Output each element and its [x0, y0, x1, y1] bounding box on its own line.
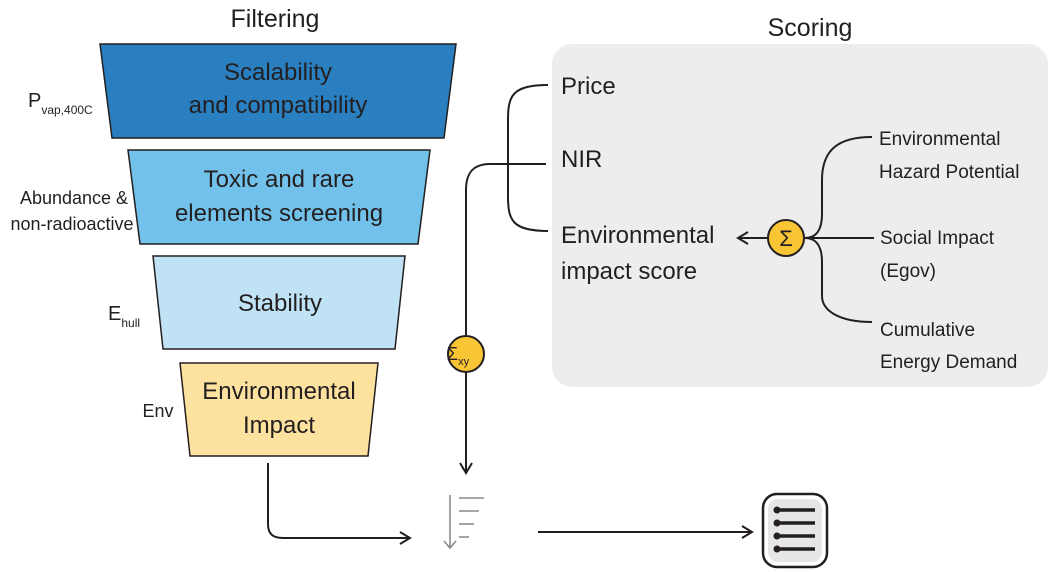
funnel-stage-env-line2: Impact — [243, 412, 315, 439]
criterion-ehull-main: E — [108, 303, 121, 325]
funnel-stage-toxic-line1: Toxic and rare — [204, 166, 355, 193]
criterion-pvap: Pvap,400C — [28, 90, 93, 117]
funnel-stage-stability-label: Stability — [238, 290, 322, 317]
submetric-energy-line1: Cumulative — [880, 320, 975, 341]
funnel-stage-scalability: Scalability and compatibility — [99, 43, 457, 139]
ranked-list-icon — [761, 492, 829, 569]
scoring-bracket — [507, 84, 549, 232]
weighted-sum-symbol: Σxy — [447, 344, 470, 368]
filtering-title: Filtering — [231, 5, 320, 33]
sum-symbol: Σ — [779, 226, 793, 251]
criterion-ehull: Ehull — [108, 303, 140, 330]
criterion-abundance-line2: non-radioactive — [10, 214, 133, 234]
funnel-stage-toxic-line2: elements screening — [175, 200, 383, 227]
criterion-pvap-main: P — [28, 90, 41, 112]
criterion-ehull-sub: hull — [121, 316, 140, 330]
funnel-stage-env-line1: Environmental — [202, 378, 355, 405]
metric-nir: NIR — [561, 146, 602, 173]
submetric-hazard-line2: Hazard Potential — [879, 162, 1019, 183]
funnel-stage-scalability-line2: and compatibility — [189, 92, 368, 119]
criterion-abundance-line1: Abundance & — [20, 188, 128, 208]
sort-icon — [443, 495, 484, 550]
nir-connector — [465, 163, 546, 335]
criterion-env: Env — [142, 401, 173, 421]
criterion-pvap-sub: vap,400C — [41, 103, 93, 117]
metric-env-impact-line2: impact score — [561, 258, 697, 285]
weighted-sum-main: Σ — [447, 344, 458, 364]
submetric-hazard-line1: Environmental — [879, 129, 1000, 150]
submetric-social-line1: Social Impact — [880, 228, 995, 249]
funnel-stage-stability: Stability — [152, 255, 406, 350]
funnel-output-arrow — [267, 463, 412, 545]
submetric-social-line2: (Egov) — [880, 261, 936, 282]
metric-price: Price — [561, 73, 616, 100]
scoring-panel — [552, 44, 1048, 387]
funnel-stage-toxic-screening: Toxic and rare elements screening — [127, 149, 431, 245]
weighted-sum-sub: xy — [458, 356, 470, 368]
submetric-energy-line2: Energy Demand — [880, 352, 1017, 373]
scoring-title: Scoring — [768, 14, 853, 42]
metric-env-impact-line1: Environmental — [561, 222, 714, 249]
funnel-stage-scalability-line1: Scalability — [224, 59, 332, 86]
funnel-stage-env-impact: Environmental Impact — [179, 362, 379, 457]
